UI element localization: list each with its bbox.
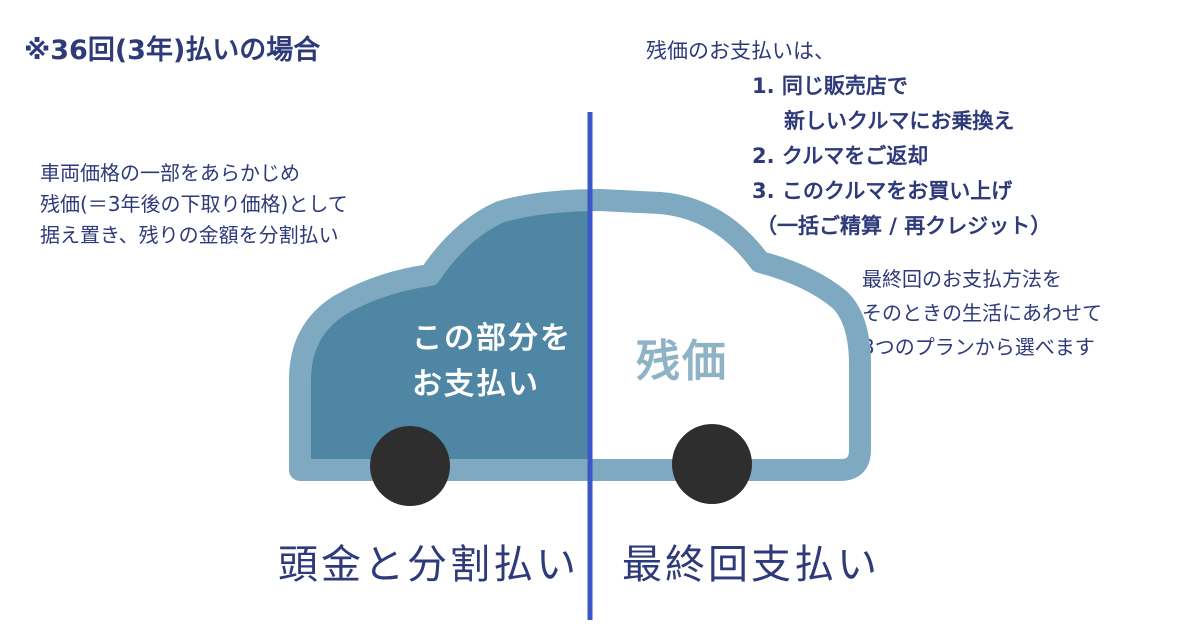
- payment-option-3-detail: （一括ご精算 / 再クレジット）: [756, 214, 1052, 238]
- plan-note-line: そのときの生活にあわせて: [862, 301, 1102, 325]
- final-payment-caption: 最終回支払い: [622, 542, 880, 588]
- wheel-right: [672, 424, 752, 504]
- down-payment-caption: 頭金と分割払い: [278, 542, 579, 588]
- wheel-left: [370, 426, 450, 506]
- paid-portion-label: この部分を お支払い: [412, 316, 572, 408]
- left-description-line: 車両価格の一部をあらかじめ: [40, 161, 300, 185]
- payment-options-intro: 残価のお支払いは、: [646, 39, 835, 63]
- car-body-right: [590, 189, 871, 481]
- payment-option-1-detail: 新しいクルマにお乗換え: [784, 109, 1015, 133]
- plan-note: 最終回のお支払方法を そのときの生活にあわせて 3つのプランから選べます: [862, 262, 1102, 364]
- page-heading: ※36回(3年)払いの場合: [24, 35, 321, 66]
- left-description-line: 残価(＝3年後の下取り価格)として: [40, 192, 348, 216]
- payment-option-3: 3. このクルマをお買い上げ: [752, 179, 1013, 203]
- payment-options: 残価のお支払いは、 1. 同じ販売店で 新しいクルマにお乗換え 2. クルマをご…: [646, 34, 1051, 244]
- car-body-left: [289, 189, 590, 481]
- paid-portion-label-line: お支払い: [412, 367, 540, 402]
- plan-note-line: 最終回のお支払方法を: [862, 267, 1062, 291]
- payment-option-1: 1. 同じ販売店で: [752, 74, 908, 98]
- payment-option-2: 2. クルマをご返却: [752, 144, 929, 168]
- residual-value-label: 残価: [636, 336, 728, 387]
- left-description: 車両価格の一部をあらかじめ 残価(＝3年後の下取り価格)として 据え置き、残りの…: [40, 158, 348, 251]
- paid-portion-label-line: この部分を: [412, 321, 572, 356]
- plan-note-line: 3つのプランから選べます: [862, 335, 1095, 359]
- left-description-line: 据え置き、残りの金額を分割払い: [40, 223, 339, 247]
